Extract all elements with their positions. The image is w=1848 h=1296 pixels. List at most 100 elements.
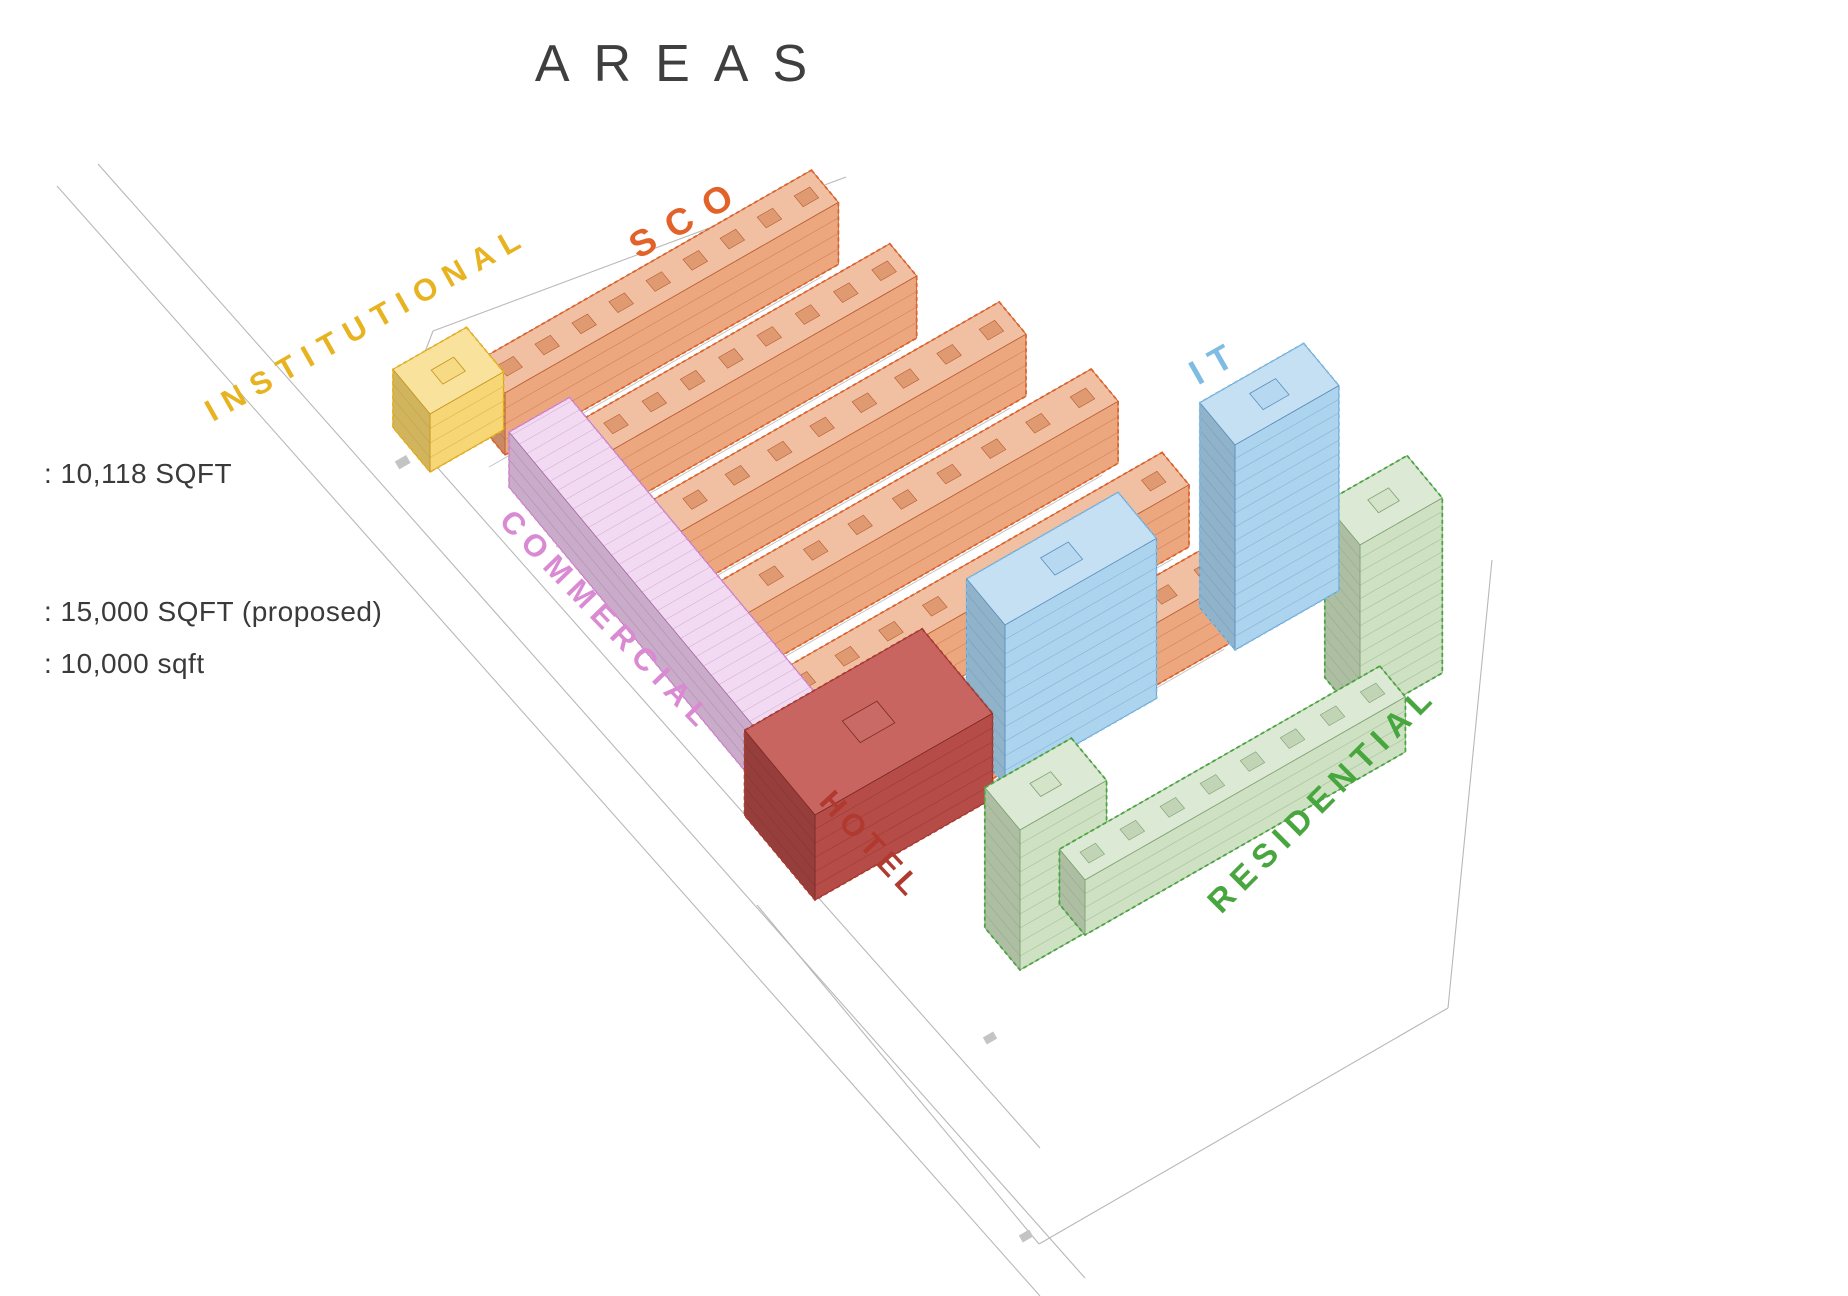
roof-ridge-line	[565, 464, 627, 501]
floor-line	[814, 727, 993, 830]
roof-ridge-line	[549, 446, 611, 482]
roof-ridge-line	[626, 538, 688, 574]
floor-line	[504, 233, 839, 425]
floor-line	[966, 665, 1006, 713]
floor-line	[966, 593, 1006, 640]
roof-ridge-line	[603, 511, 665, 547]
roof-unit	[718, 348, 744, 369]
roof-unit	[1140, 470, 1167, 492]
floor-line	[1084, 737, 1406, 922]
roof-unit	[980, 438, 1007, 459]
roof-unit	[724, 465, 751, 486]
roof-unit	[922, 596, 948, 617]
roof-unit	[719, 228, 746, 250]
site-edge-south-a	[756, 904, 1040, 1245]
floor-line	[1359, 524, 1443, 573]
floor-line	[1359, 578, 1443, 627]
site-edge-south-b	[1038, 1007, 1449, 1245]
building-it	[965, 491, 1158, 787]
floor-line	[1234, 563, 1340, 623]
floor-line	[1199, 511, 1236, 555]
floor-line	[966, 651, 1006, 698]
floor-line	[966, 622, 1006, 669]
entrance-marker	[394, 455, 411, 470]
building-residential	[1058, 664, 1407, 937]
road-edge-left	[56, 185, 1041, 1296]
building-sco	[690, 367, 1119, 694]
roof-ridge-line	[557, 455, 619, 491]
floor-line	[1019, 794, 1107, 845]
floor-line	[984, 885, 1021, 929]
floor-line	[1199, 498, 1236, 541]
entrance-marker	[982, 1031, 998, 1045]
floor-line	[984, 871, 1021, 915]
floor-line	[508, 445, 766, 754]
roof-ridge-line	[657, 575, 719, 611]
building-it	[1198, 342, 1340, 652]
annotation-commercial-area: : 10,000 sqft	[44, 648, 205, 679]
roof-ridge-line	[703, 631, 765, 667]
roof-ridge-line	[649, 566, 711, 602]
roof-unit	[793, 186, 820, 208]
floor-line	[966, 607, 1006, 655]
floor-line	[1234, 481, 1340, 541]
floor-line	[744, 800, 816, 886]
roof-unit	[1119, 820, 1146, 841]
floor-line	[1004, 552, 1157, 640]
floor-line	[1004, 596, 1157, 684]
roof-ridge-line	[595, 501, 657, 537]
floor-line	[1359, 618, 1443, 667]
floor-line	[814, 755, 993, 858]
roof-unit	[978, 319, 1005, 341]
roof-ridge-line	[572, 474, 634, 510]
roof-unit	[1159, 797, 1186, 818]
floor-line	[1004, 683, 1157, 771]
floor-line	[717, 447, 1119, 677]
roof-ridge-line	[588, 492, 650, 528]
floor-line	[429, 415, 504, 458]
roof-unit	[894, 368, 920, 389]
floor-line	[984, 899, 1021, 943]
roof-unit	[1359, 682, 1386, 704]
floor-line	[1004, 639, 1157, 728]
site-plan-lines	[56, 163, 1493, 1296]
floor-line	[1234, 426, 1340, 487]
floor-line	[1234, 576, 1340, 637]
floor-line	[1199, 484, 1236, 528]
zone-highlight-outline	[1058, 664, 1407, 937]
roof-unit	[1069, 387, 1096, 409]
roof-ridge-line	[511, 400, 573, 436]
floor-line	[1199, 443, 1236, 487]
floor-line	[1234, 494, 1340, 555]
floor-line	[392, 383, 431, 429]
roof-unit	[682, 250, 709, 271]
floor-line	[1059, 890, 1086, 922]
roof-unit	[851, 392, 878, 413]
roof-unit	[833, 282, 859, 303]
floor-line	[1199, 566, 1236, 610]
roof-unit	[679, 370, 706, 391]
floor-line	[1059, 876, 1086, 908]
floor-line	[429, 400, 504, 444]
roof-unit	[936, 463, 962, 485]
floor-line	[1234, 440, 1340, 500]
floor-line	[508, 459, 766, 768]
floor-line	[1234, 399, 1340, 459]
roof-ridge-line	[542, 437, 604, 473]
roof-unit	[756, 207, 783, 229]
floor-line	[644, 364, 1027, 584]
roof-ridge-line	[534, 427, 596, 464]
floor-line	[1324, 637, 1361, 680]
roof-ridge-line	[688, 612, 749, 648]
roof-ridge-line	[726, 658, 788, 695]
floor-line	[1084, 710, 1406, 895]
floor-line	[1359, 605, 1443, 653]
floor-line	[1199, 416, 1236, 459]
roof-ridge-line	[526, 418, 588, 454]
roof-unit	[1025, 413, 1051, 434]
roof-ridge-line	[665, 584, 726, 621]
roof-unit	[847, 514, 873, 536]
site-edge-east	[1447, 559, 1493, 1009]
roof-structure	[1249, 378, 1290, 411]
